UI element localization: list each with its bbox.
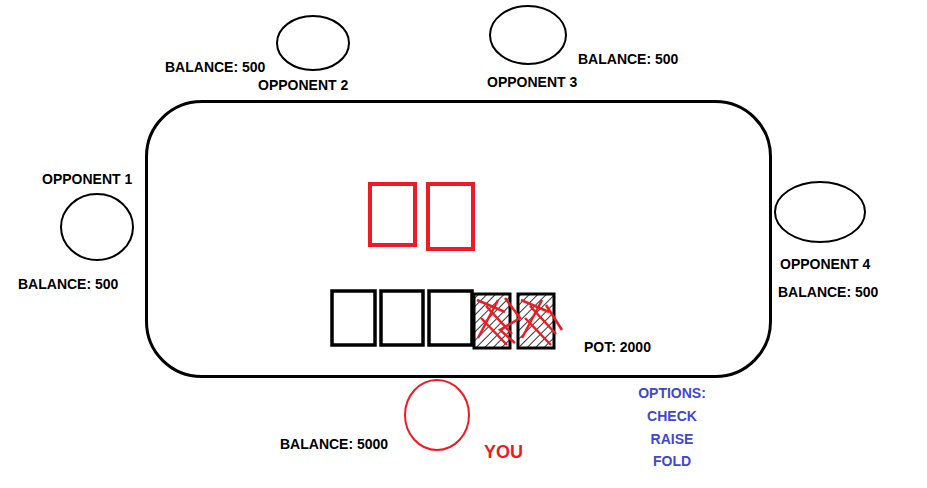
seat-outline — [145, 100, 772, 378]
options-heading: OPTIONS: — [612, 385, 732, 401]
seat-circle — [405, 380, 469, 450]
poker-table: POT: 2000 — [145, 100, 772, 378]
opponent-seat: OPPONENT 1BALANCE: 500 — [58, 191, 136, 263]
option-label: FOLD — [612, 453, 732, 469]
seat-outline — [274, 13, 352, 73]
seat-circle — [277, 16, 349, 70]
seat-circle — [490, 6, 566, 64]
player-name: YOU — [484, 442, 523, 462]
option-label: CHECK — [612, 408, 732, 424]
table-outline — [147, 102, 771, 377]
seat-outline — [58, 191, 136, 263]
seat-outline — [772, 179, 868, 245]
player-name: OPPONENT 1 — [42, 171, 132, 187]
seat-circle — [61, 194, 133, 260]
balance-label: BALANCE: 500 — [18, 276, 118, 292]
seat-circle — [775, 182, 865, 242]
player-name: OPPONENT 3 — [487, 74, 577, 90]
cross-out — [477, 298, 520, 345]
card — [332, 291, 375, 345]
card — [381, 291, 423, 345]
balance-label: BALANCE: 500 — [165, 59, 265, 75]
option-label: RAISE — [612, 431, 732, 447]
opponent-seat: OPPONENT 4BALANCE: 500 — [772, 179, 868, 245]
seat-outline — [487, 3, 569, 67]
hole-cards — [370, 184, 473, 249]
community-cards — [332, 291, 562, 348]
balance-label: BALANCE: 500 — [578, 51, 678, 67]
opponent-seat: OPPONENT 2BALANCE: 500 — [274, 13, 352, 73]
card — [428, 184, 473, 249]
player-seat: BALANCE: 5000YOU — [402, 377, 472, 453]
player-name: OPPONENT 4 — [780, 256, 870, 272]
opponent-seat: OPPONENT 3BALANCE: 500 — [487, 3, 569, 67]
card — [429, 291, 472, 345]
card — [370, 184, 415, 245]
player-name: OPPONENT 2 — [258, 77, 348, 93]
pot-label: POT: 2000 — [584, 339, 651, 355]
seat-outline — [402, 377, 472, 453]
cross-out — [521, 300, 562, 345]
balance-label: BALANCE: 5000 — [280, 436, 388, 452]
balance-label: BALANCE: 500 — [778, 284, 878, 300]
